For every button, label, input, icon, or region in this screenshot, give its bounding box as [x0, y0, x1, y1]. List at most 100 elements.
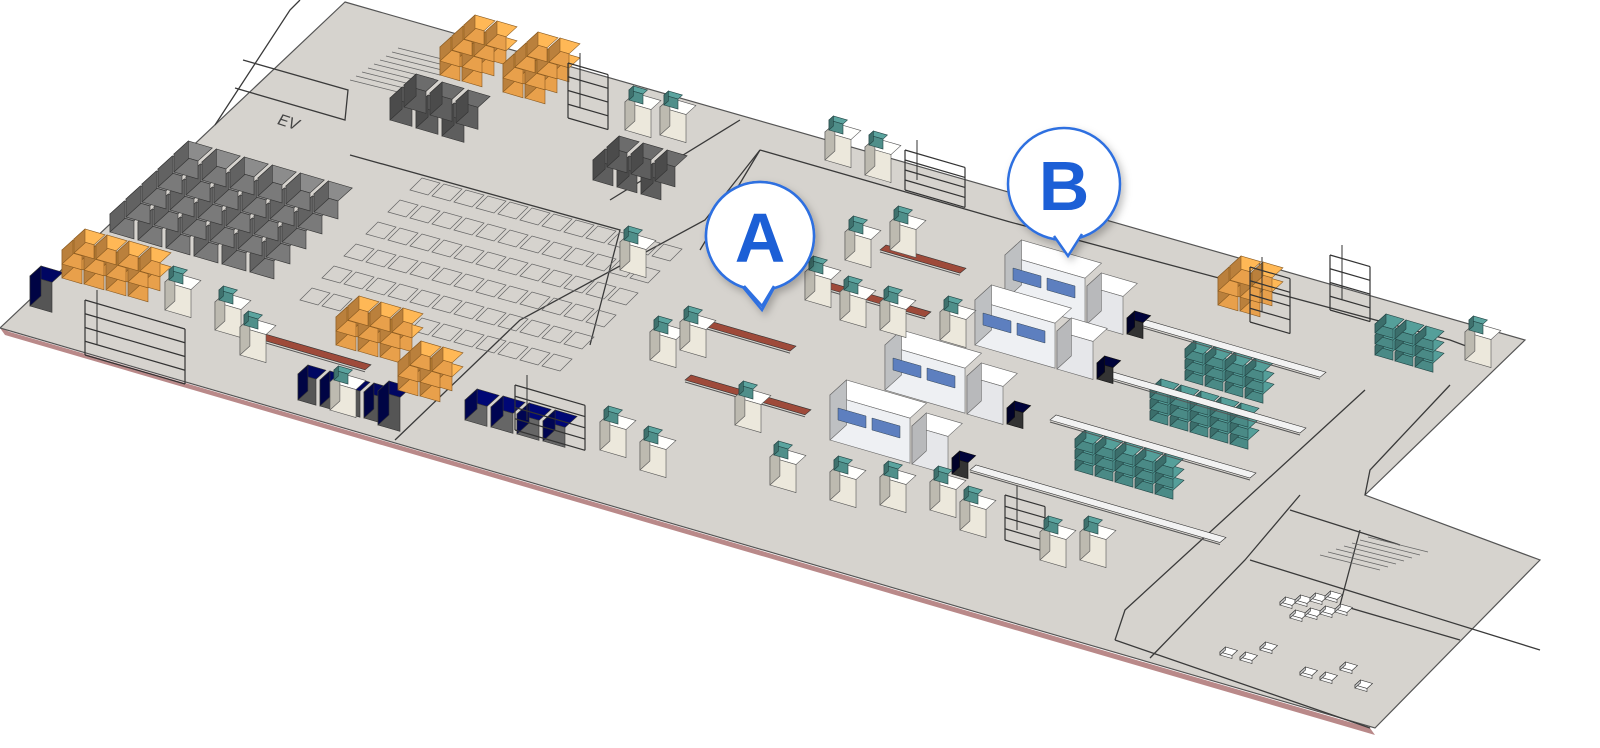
storage-cell [321, 265, 353, 284]
storage-cell [585, 281, 617, 300]
storage-cell [585, 309, 617, 328]
storage-cell [541, 325, 573, 344]
machine-window [892, 357, 922, 379]
storage-cell [343, 243, 375, 262]
workstation-top [848, 215, 868, 235]
workstation-top [933, 465, 953, 485]
orange-box [369, 301, 402, 333]
storage-cell [409, 261, 441, 280]
workstation-top [168, 265, 188, 285]
shelf-rack [567, 53, 609, 131]
storage-cell [497, 341, 529, 360]
storage-cell [321, 293, 353, 312]
workstation-top [868, 130, 888, 150]
workstation [214, 292, 252, 338]
storage-cell [541, 213, 573, 232]
workstation-top [883, 285, 903, 305]
workstation-top [653, 315, 673, 335]
storage-cell [497, 285, 529, 304]
storage-cell [387, 255, 419, 274]
workstation-top [828, 115, 848, 135]
storage-cell [563, 275, 595, 294]
teal-rack [1154, 452, 1185, 478]
storage-cell [475, 223, 507, 242]
callout-b[interactable]: B [1006, 126, 1122, 259]
stair-step [1359, 539, 1421, 556]
machine-module [966, 362, 1018, 425]
stair-step [1319, 554, 1381, 571]
storage-cell [541, 269, 573, 288]
gray-bin [654, 149, 688, 188]
callout-b-label: B [1039, 147, 1090, 225]
storage-cell [519, 263, 551, 282]
storage-cell [651, 243, 683, 262]
gray-bin [630, 142, 664, 181]
machine-window [1012, 267, 1042, 289]
workstation-top [808, 255, 828, 275]
storage-cell [453, 189, 485, 208]
machine-window [837, 407, 867, 429]
storage-cell [475, 335, 507, 354]
storage-cell [497, 257, 529, 276]
stair-step [1335, 548, 1397, 565]
reflow-machine [974, 284, 1122, 385]
orange-box [409, 340, 442, 372]
storage-cell [607, 287, 639, 306]
machine-unit [1126, 310, 1152, 340]
callout-a[interactable]: A [704, 180, 816, 313]
conveyor-white [1049, 414, 1257, 481]
meeting-table [1259, 641, 1279, 654]
meeting-table [1339, 661, 1359, 674]
stair-step [379, 59, 441, 76]
gray-bin-stacks [29, 73, 688, 448]
storage-cell [387, 283, 419, 302]
meeting-table [1319, 605, 1339, 618]
gray-bin [464, 388, 500, 427]
storage-cell [497, 313, 529, 332]
orange-box [431, 346, 464, 378]
storage-cell [497, 201, 529, 220]
storage-cell [519, 291, 551, 310]
shelving-racks [84, 53, 1371, 553]
storage-cell [563, 219, 595, 238]
machine-module [911, 412, 963, 475]
machine-window [1046, 277, 1076, 299]
storage-cell [585, 253, 617, 272]
storage-cell [541, 297, 573, 316]
storage-cell [475, 195, 507, 214]
workstation-top [943, 295, 963, 315]
workstation-top [843, 275, 863, 295]
workstation-top [623, 225, 643, 245]
orange-box [117, 240, 150, 272]
machine-module [1056, 317, 1108, 380]
storage-cell [453, 217, 485, 236]
teal-rack [1414, 325, 1445, 351]
shelf-rack [1249, 257, 1291, 335]
gray-bin [403, 73, 439, 114]
orange-box [391, 307, 424, 339]
machine-window [926, 367, 956, 389]
storage-cell [431, 211, 463, 230]
storage-cell [387, 199, 419, 218]
storage-cell [453, 301, 485, 320]
gray-bin [201, 148, 241, 188]
workstation [1079, 522, 1117, 568]
machine-module [1086, 272, 1138, 335]
stair-step [385, 55, 447, 72]
storage-cell [409, 289, 441, 308]
storage-cell [475, 251, 507, 270]
storage-cell [431, 239, 463, 258]
storage-cell [563, 303, 595, 322]
orange-box [463, 14, 496, 46]
storage-cell [409, 317, 441, 336]
storage-cell [519, 319, 551, 338]
storage-cell [365, 277, 397, 296]
storage-cell [585, 225, 617, 244]
workstation-top [243, 310, 263, 330]
orange-box [95, 234, 128, 266]
orange-box [347, 295, 380, 327]
machine-window [982, 312, 1012, 334]
meeting-table [1334, 603, 1354, 616]
conveyor-white [969, 464, 1227, 545]
